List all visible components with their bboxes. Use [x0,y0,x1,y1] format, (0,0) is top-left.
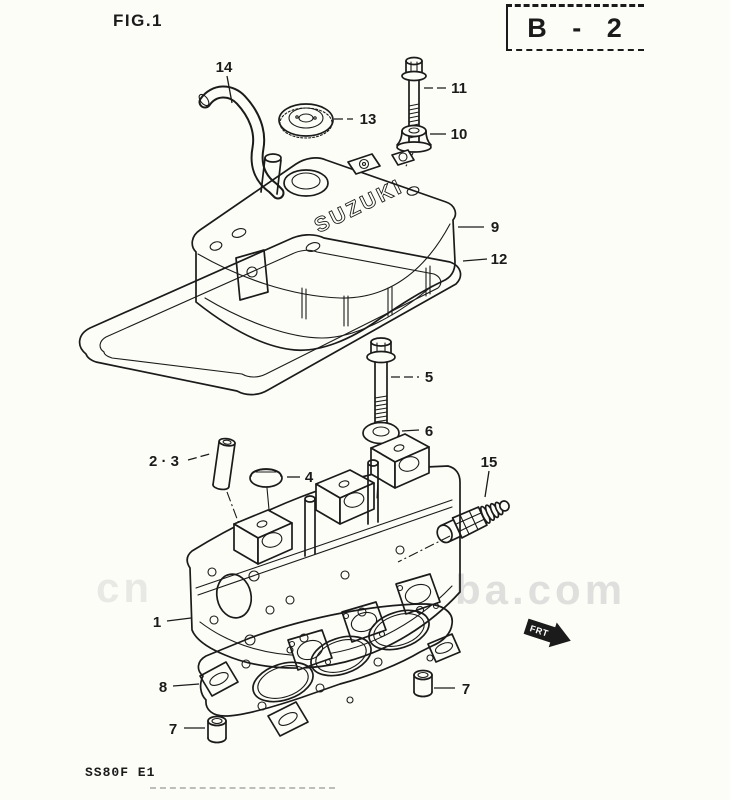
callout-11: 11 [451,80,467,97]
callout-10: 10 [451,126,468,143]
spark-plug-centerline [397,535,451,563]
model-code: SS80F E1 [85,765,156,780]
valve-guide [212,437,236,491]
callout-7-left: 7 [169,721,177,738]
callout-2-3: 2 · 3 [149,453,179,470]
breather-hose [198,85,285,200]
section-code-box: B - 2 [506,4,644,51]
arrow-icon [523,618,571,648]
callout-13: 13 [360,111,377,128]
head-bolt [366,337,396,428]
svg-text:ba.com: ba.com [455,566,626,613]
dowel-pin-right [413,669,433,698]
watermark-text: cn ba.com [96,564,626,613]
callout-8: 8 [159,679,167,696]
embossed-brand-text: SUZUKI [311,175,408,238]
callout-12: 12 [491,251,508,268]
callout-6: 6 [425,423,433,440]
callout-14: 14 [216,59,233,76]
dowel-pin-left [207,715,227,744]
cover-gasket [78,234,462,396]
callout-4: 4 [305,469,314,486]
svg-text:cn: cn [96,564,153,611]
callout-15: 15 [481,454,498,471]
footer-rule [150,787,335,789]
oil-filler-cap [278,103,334,139]
spark-plug [436,500,510,544]
callout-1: 1 [153,614,161,631]
frt-direction-arrow: FRT [523,618,571,648]
cover-bolt-seal [396,124,432,169]
head-gasket [197,603,461,737]
callouts: 14 13 11 10 9 12 5 6 2 · 3 4 15 1 8 7 7 [149,59,507,738]
leader-lines [166,75,490,729]
cylinder-head [186,433,461,671]
callout-9: 9 [491,219,499,236]
callout-5: 5 [425,369,433,386]
figure-label: FIG.1 [113,11,164,30]
callout-7-right: 7 [462,681,470,698]
cylinder-head-cover: SUZUKI [191,149,457,352]
section-code: B - 2 [527,12,631,43]
